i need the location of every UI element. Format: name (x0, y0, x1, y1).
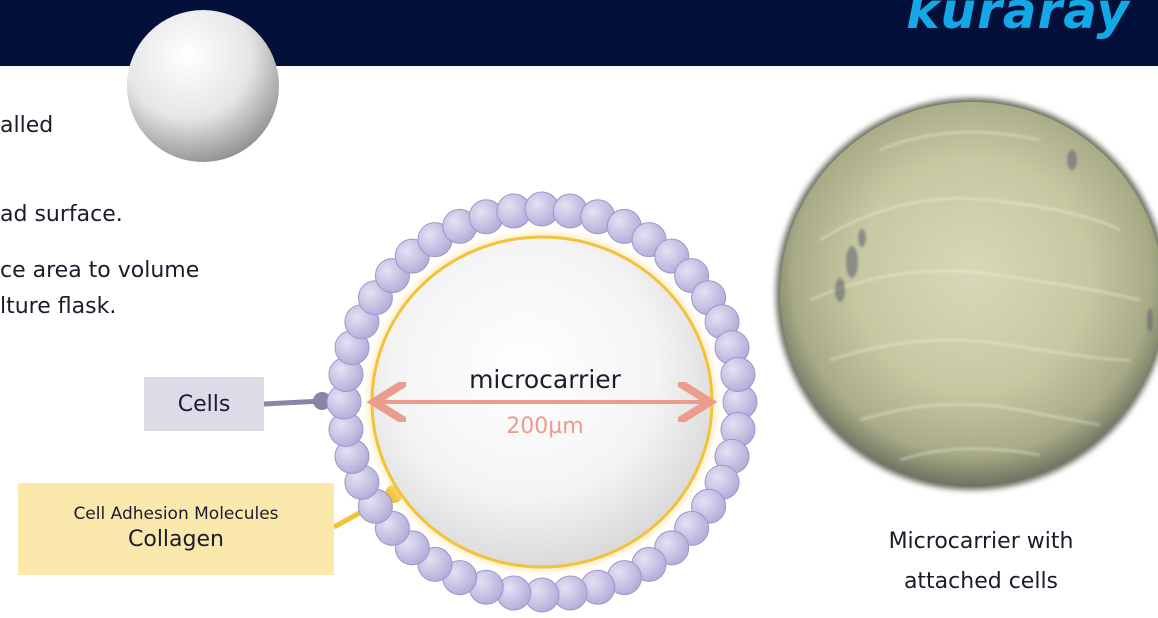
microcarrier-photo (776, 98, 1158, 490)
cells-label: Cells (178, 392, 231, 417)
microcarrier-label: microcarrier (469, 365, 622, 394)
adhesion-label-box: Cell Adhesion Molecules Collagen (18, 483, 334, 575)
photo-caption: Microcarrier with attached cells (836, 522, 1126, 602)
adhesion-label: Cell Adhesion Molecules (73, 503, 278, 525)
bead-sphere-image (127, 10, 279, 162)
diameter-label: 200µm (506, 414, 583, 439)
cell (721, 358, 755, 392)
photo-caption-line-2: attached cells (836, 562, 1126, 602)
cells-label-box: Cells (144, 377, 264, 431)
adhesion-value: Collagen (128, 525, 224, 555)
photo-caption-line-1: Microcarrier with (836, 522, 1126, 562)
